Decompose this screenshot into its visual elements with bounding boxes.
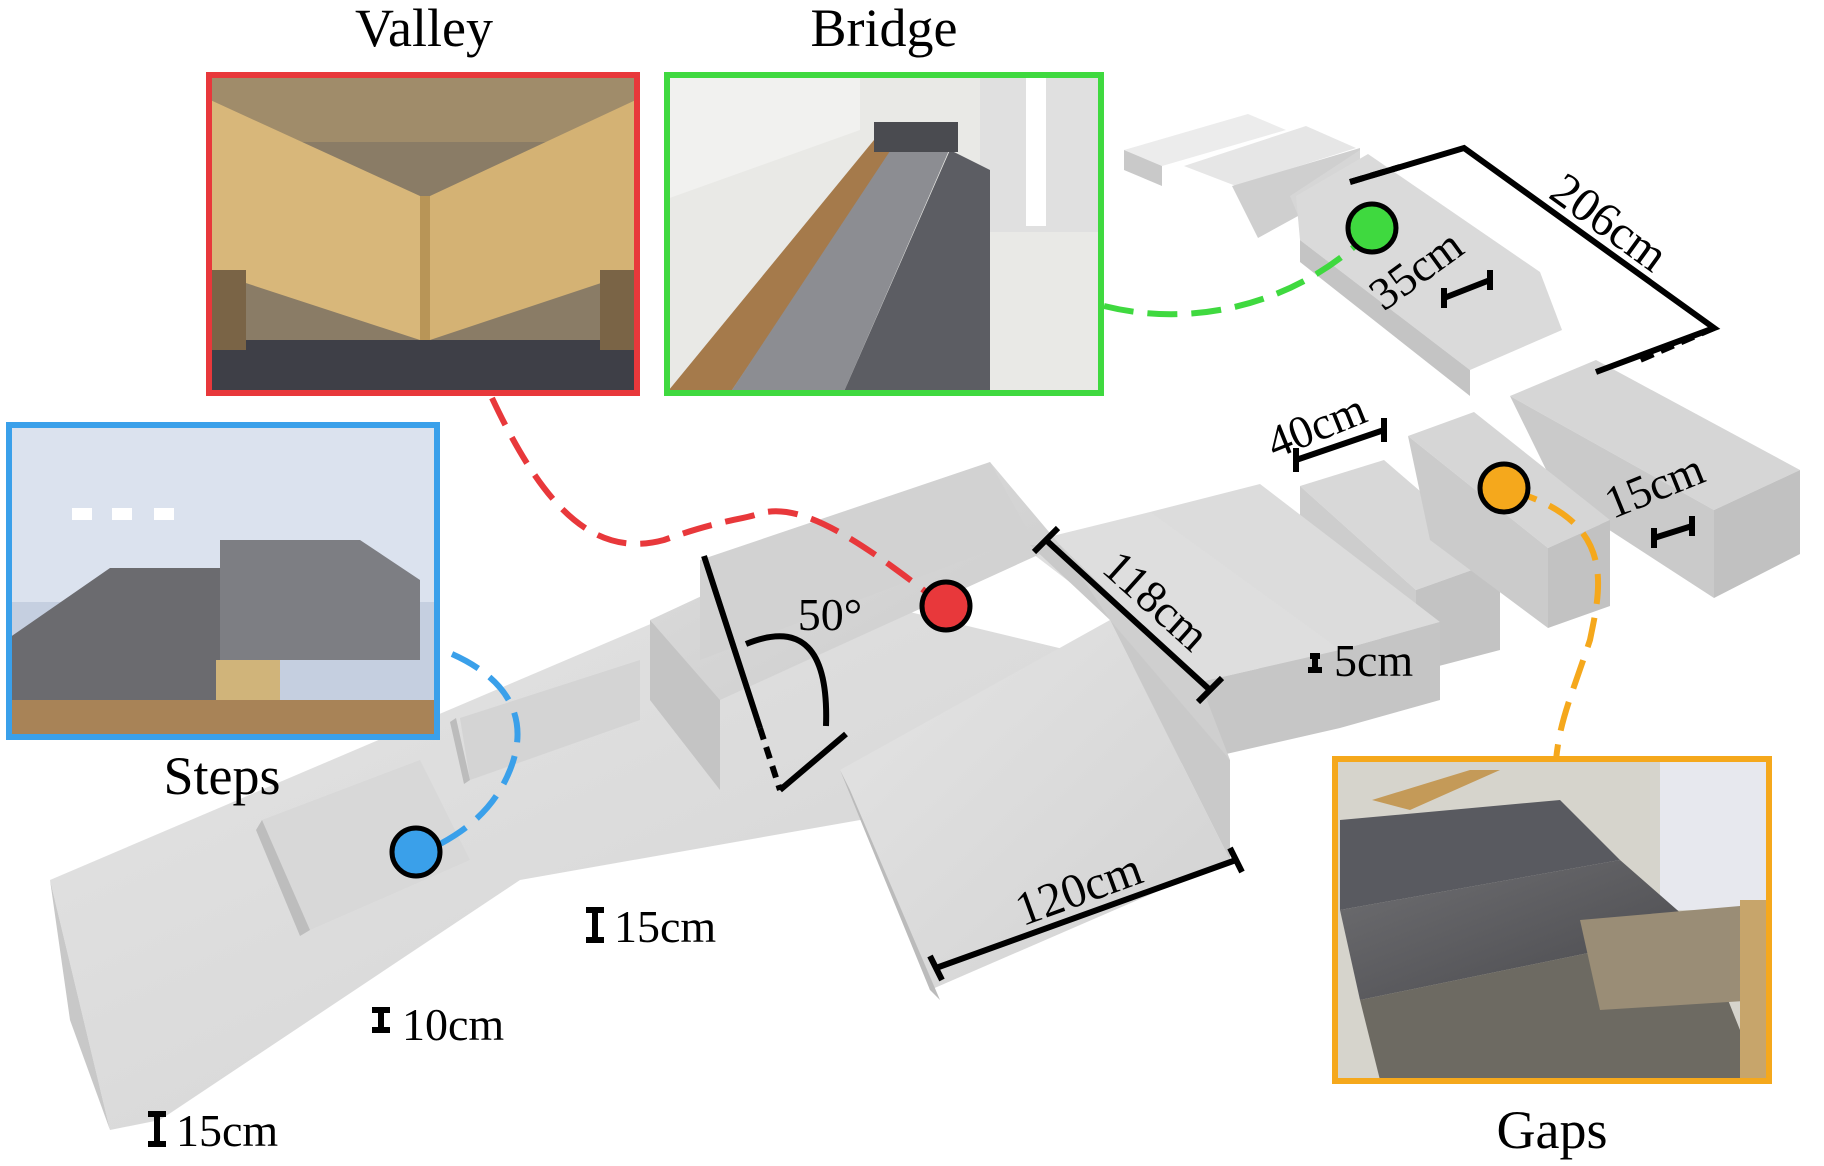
gaps-connector — [1507, 487, 1601, 761]
gaps-terrain — [1020, 412, 1610, 760]
dim-valley-angle: 50° — [798, 589, 862, 640]
dim-step-high: 15cm — [614, 901, 716, 952]
steps-photo — [6, 422, 440, 740]
dim-gap-drop: 5cm — [1334, 635, 1413, 686]
title-bridge: Bridge — [811, 0, 958, 58]
dim-step-low: 15cm — [176, 1105, 278, 1156]
bridge-photo — [664, 72, 1104, 396]
title-gaps: Gaps — [1497, 1100, 1608, 1160]
bridge-marker — [1345, 201, 1399, 255]
valley-photo — [206, 72, 640, 396]
title-valley: Valley — [355, 0, 493, 58]
steps-marker — [389, 825, 443, 879]
steps-connector — [414, 651, 521, 859]
bridge-connector — [1103, 233, 1369, 318]
dim-step-mid: 10cm — [402, 999, 504, 1050]
terrain-model — [50, 114, 1800, 1130]
dim-bridge-length: 206cm — [1541, 163, 1678, 283]
gaps-photo — [1332, 756, 1772, 1084]
connectors — [414, 233, 1601, 859]
valley-marker — [919, 579, 973, 633]
markers — [389, 201, 1531, 879]
title-steps: Steps — [163, 746, 280, 806]
gaps-marker — [1477, 461, 1531, 515]
